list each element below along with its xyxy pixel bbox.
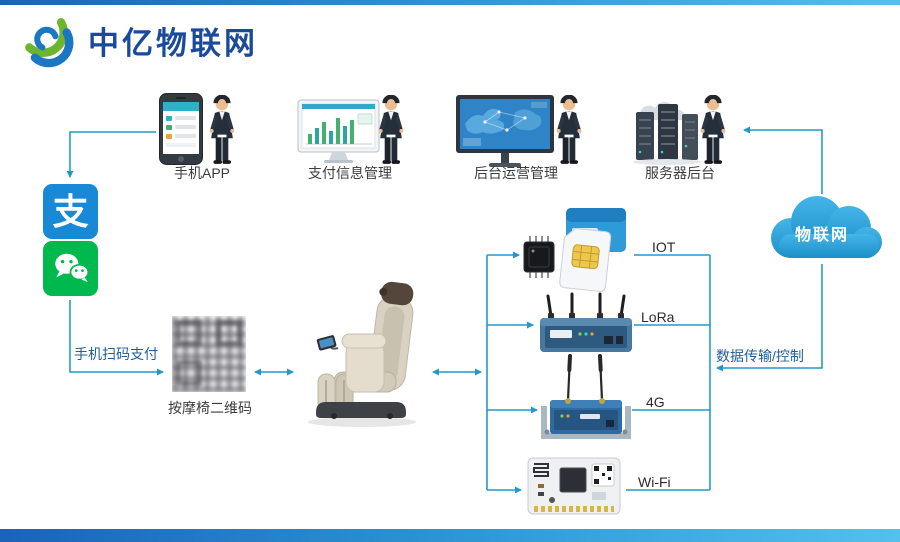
iot-cloud-label: 物联网	[794, 227, 849, 244]
brand-logo: 中亿物联网	[20, 12, 258, 68]
wechat-bubbles-icon	[54, 253, 89, 282]
operations-management-label: 后台运营管理	[474, 165, 558, 181]
businessman-figure	[550, 95, 588, 167]
lora-label: LoRa	[641, 309, 675, 325]
scan-pay-label: 手机扫码支付	[74, 346, 158, 362]
server-rack-icon	[633, 101, 701, 165]
businessman-figure	[694, 95, 732, 167]
wifi-label: Wi-Fi	[638, 474, 671, 490]
bottom-accent-bar	[0, 529, 900, 542]
mobile-app-label: 手机APP	[173, 165, 230, 181]
data-transfer-label: 数据传输/控制	[716, 348, 804, 364]
smartphone-icon	[159, 93, 203, 165]
lora-router-icon	[540, 292, 632, 352]
server-backend-label: 服务器后台	[645, 165, 715, 181]
chart-monitor-icon	[297, 99, 380, 163]
qr-pattern	[172, 316, 246, 392]
qr-code-label: 按摩椅二维码	[168, 400, 252, 416]
top-accent-bar	[0, 0, 900, 5]
dashboard-screen-icon	[456, 95, 554, 167]
alipay-glyph: 支	[52, 190, 89, 232]
businessman-figure	[203, 95, 241, 167]
massage-chair-illustration	[308, 281, 416, 427]
brand-logo-icon	[25, 18, 74, 68]
businessman-figure	[372, 95, 410, 167]
payment-management-label: 支付信息管理	[308, 165, 392, 181]
iot-label: IOT	[652, 239, 676, 255]
iot-cloud-shape	[771, 196, 882, 258]
wifi-module-icon	[527, 457, 621, 515]
fourg-router-icon	[541, 354, 631, 439]
fourg-label: 4G	[646, 394, 665, 410]
brand-title: 中亿物联网	[88, 25, 258, 61]
alipay-icon: 支	[43, 184, 98, 239]
wechat-icon	[43, 241, 98, 296]
iot-sim-icon	[523, 208, 626, 292]
qr-code-image	[172, 316, 246, 392]
